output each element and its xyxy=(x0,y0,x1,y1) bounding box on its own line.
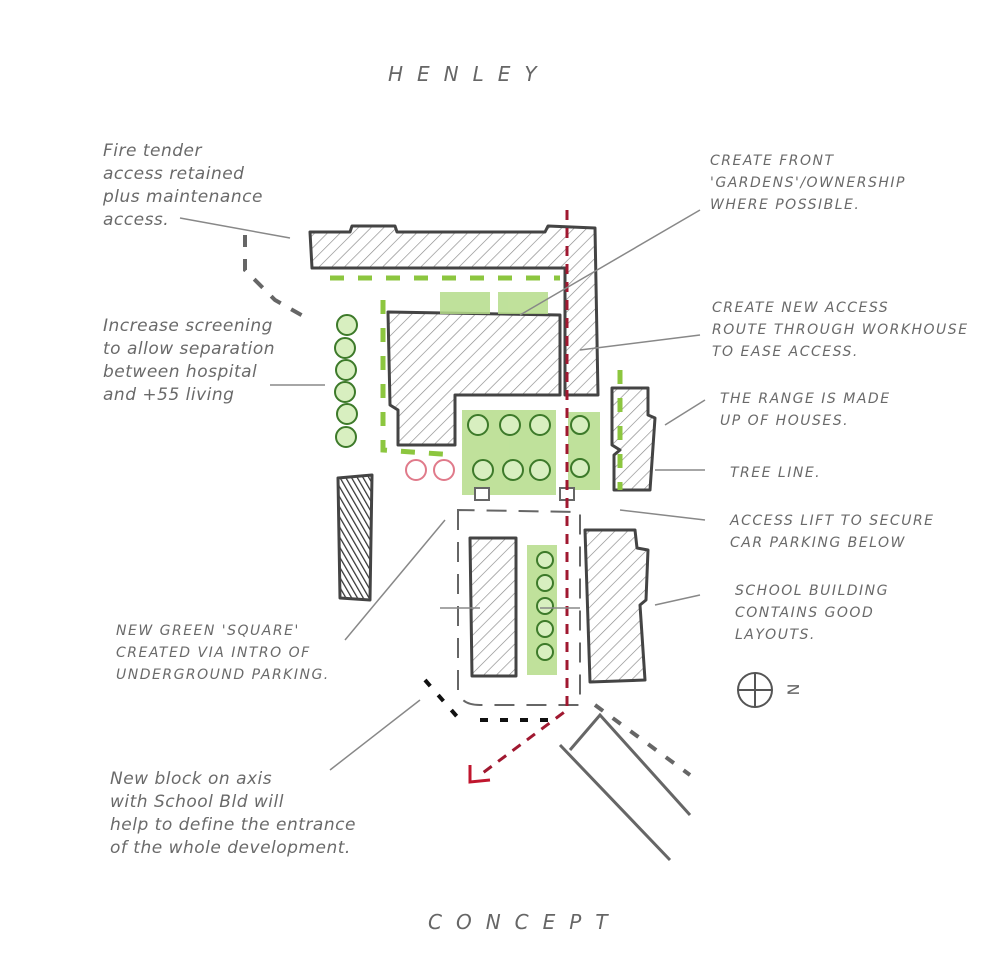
front-garden xyxy=(440,292,490,314)
note-access-lift: Access lift to securecar parking below xyxy=(730,513,935,551)
top-building xyxy=(308,224,600,397)
leader-lines xyxy=(179,209,706,771)
axis-line xyxy=(479,210,569,777)
page-title: HENLEY xyxy=(388,62,551,86)
school-building xyxy=(583,528,650,684)
front-garden xyxy=(498,292,548,314)
workhouse-l-building xyxy=(386,310,562,447)
hospital-block xyxy=(336,473,374,602)
north-compass-icon xyxy=(737,672,773,708)
note-front-gardens: Create front'gardens'/ownershipwhere pos… xyxy=(710,153,906,213)
compass-label: N xyxy=(783,683,803,696)
note-range: The range is madeup of houses. xyxy=(720,391,891,429)
range-houses xyxy=(610,386,657,492)
note-access-route: Create new accessroute through workhouse… xyxy=(712,300,969,360)
note-school-building: School buildingcontains goodlayouts. xyxy=(735,583,889,643)
note-green-square: New green 'square'created via intro ofun… xyxy=(116,623,330,683)
footer-title: CONCEPT xyxy=(428,910,622,934)
screening-trees xyxy=(334,314,590,661)
axis-arrow xyxy=(468,765,491,784)
note-tree-line: Tree line. xyxy=(730,465,822,481)
new-block xyxy=(468,536,518,678)
